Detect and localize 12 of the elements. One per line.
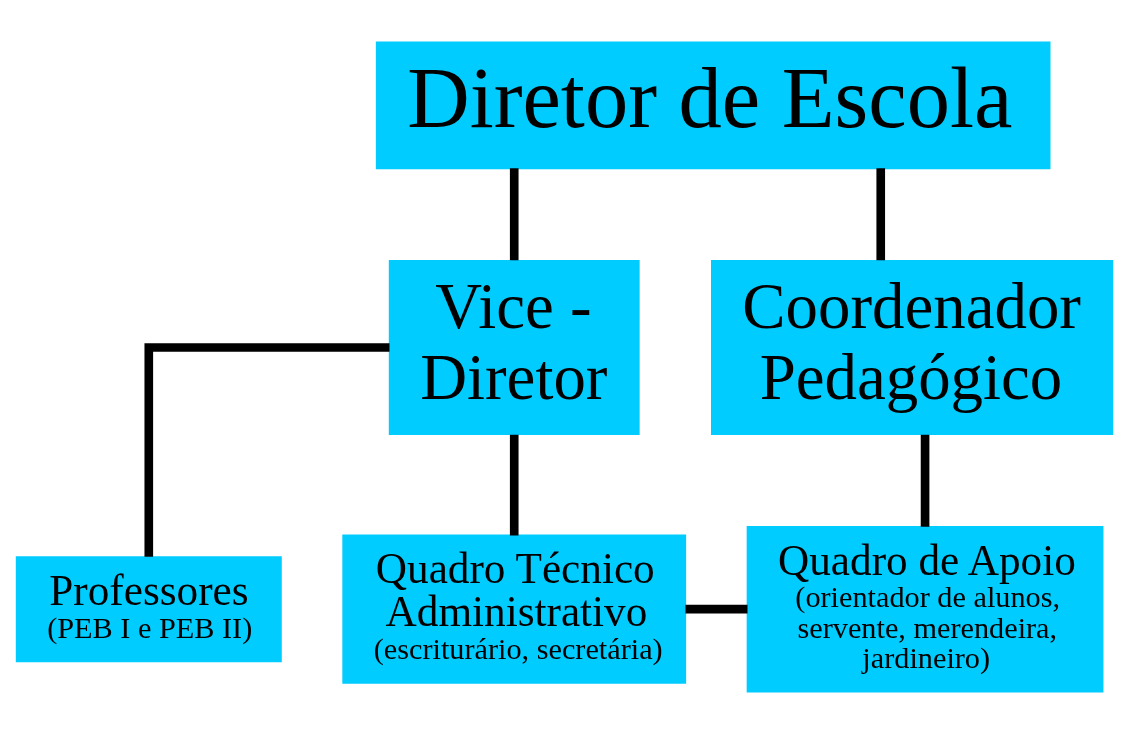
- connector: [876, 168, 886, 261]
- node-box: Quadro Técnico Administrativo (escriturário, secretária): [342, 534, 687, 684]
- connector: [509, 168, 519, 261]
- connector: [509, 434, 519, 536]
- node-box: Professores (PEB I e PEB II): [15, 556, 282, 663]
- node-box: Vice - Diretor: [388, 259, 640, 436]
- connector: [685, 604, 748, 614]
- node-box: Coordenador Pedagógico: [711, 259, 1114, 436]
- node-box: Quadro de Apoio (orientador de alunos, servente, merendeira, jardineiro): [746, 525, 1104, 693]
- connector: [144, 343, 390, 557]
- node-box: Diretor de Escola: [375, 41, 1051, 170]
- connector: [920, 434, 930, 527]
